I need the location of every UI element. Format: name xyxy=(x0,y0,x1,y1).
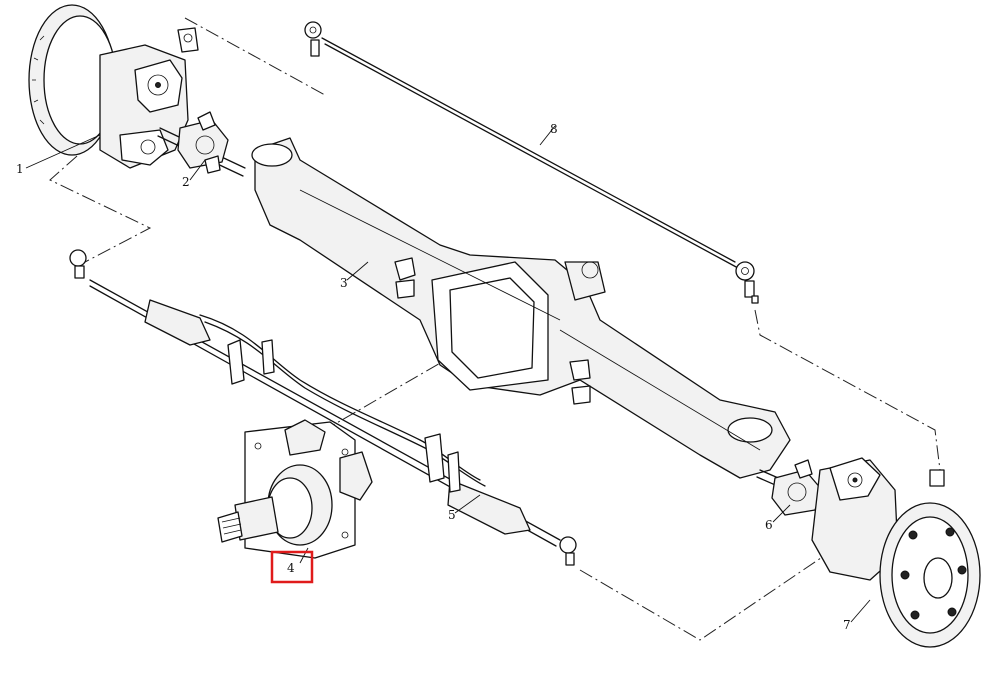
right-hub-part-7 xyxy=(811,457,981,648)
right-joint-shaft-part-6 xyxy=(756,459,841,516)
differential-part-4 xyxy=(217,419,373,559)
tie-rod-part-8 xyxy=(304,21,759,304)
callout-6: 6 xyxy=(765,518,773,532)
callout-7: 7 xyxy=(843,618,851,632)
callout-8: 8 xyxy=(550,122,558,136)
callout-3: 3 xyxy=(340,276,348,290)
callout-2: 2 xyxy=(182,175,190,189)
left-hub-part-1 xyxy=(28,4,199,169)
callout-5: 5 xyxy=(448,508,456,522)
axle-housing-part-3 xyxy=(251,137,791,479)
leader-lines xyxy=(25,125,871,623)
highlight-box-callout-4 xyxy=(270,550,314,584)
callout-labels: 1 2 3 4 5 6 7 8 xyxy=(16,122,851,632)
callout-4: 4 xyxy=(287,561,295,575)
left-joint-shaft-part-2 xyxy=(157,111,246,177)
callout-1: 1 xyxy=(16,162,24,176)
steering-cylinder-part-5 xyxy=(69,249,577,566)
